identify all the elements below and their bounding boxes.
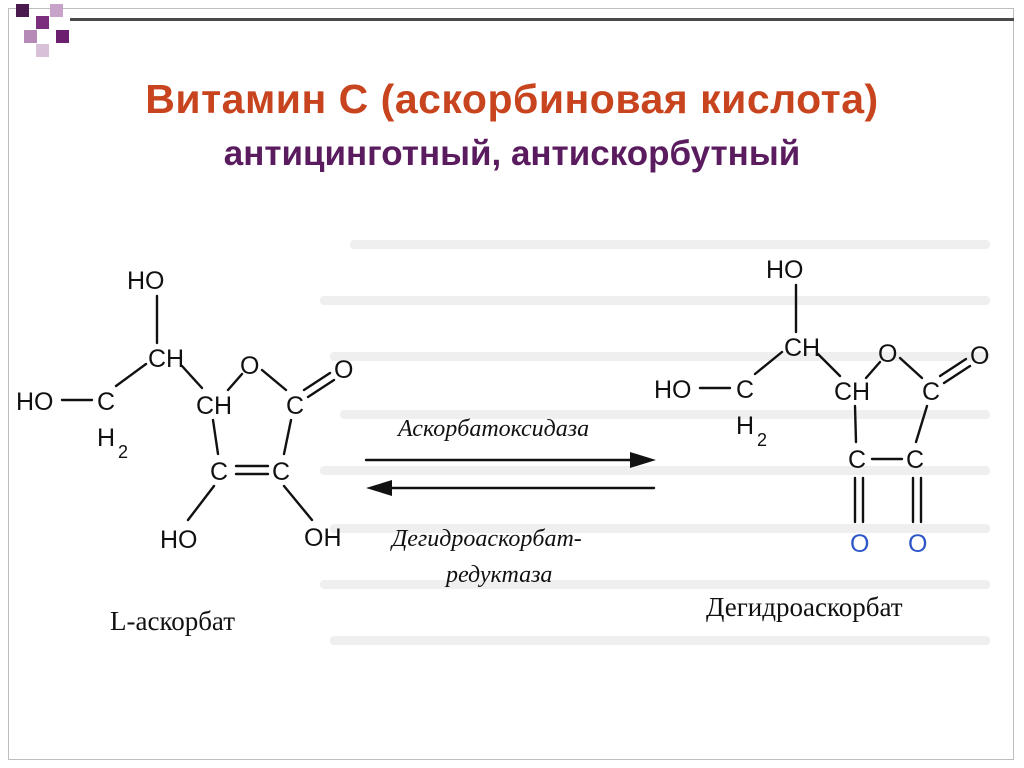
r-atom-c-left: C <box>848 446 866 474</box>
forward-arrow-head <box>630 452 656 468</box>
r-bond-ch-chring <box>816 352 842 378</box>
l-bond-cleft-oh <box>186 484 216 522</box>
background-ghost-lines <box>320 240 990 645</box>
r-bond-c-o-double-b <box>942 364 972 385</box>
l-atom-oh-right: OH <box>304 524 342 552</box>
l-bond-ch-chring <box>180 364 204 390</box>
l-ascorbate-structure: HO CH HO C H 2 CH O C O C C HO OH L-аско… <box>16 267 353 636</box>
l-atom-ho-left: HO <box>16 388 54 416</box>
l-atom-c-ch2: C <box>97 388 115 416</box>
l-bond-chring-o <box>226 372 244 392</box>
r-bond-ccarbonyl-cright <box>914 404 929 444</box>
l-bond-c-o-double-b <box>306 378 336 399</box>
r-atom-c-carbonyl: C <box>922 378 940 406</box>
corner-square-4 <box>24 30 37 43</box>
reverse-enzyme-label-line2: редуктаза <box>444 562 552 588</box>
l-atom-ch-ring: CH <box>196 392 232 420</box>
slide-subtitle: антицинготный, антискорбутный <box>223 134 801 173</box>
l-bond-cright-oh <box>282 484 314 522</box>
r-bond-o-c <box>898 356 924 380</box>
corner-square-6 <box>36 44 49 57</box>
dehydroascorbate-structure: HO CH HO C H 2 CH O C O C C O O Дегидроа… <box>654 256 989 622</box>
corner-square-3 <box>50 4 63 17</box>
r-bond-chring-cleft <box>853 404 858 444</box>
l-bond-c-o-double-a <box>302 371 332 392</box>
l-atom-c-left: C <box>210 458 228 486</box>
l-bond-ccarbonyl-cright <box>282 418 293 456</box>
dehydroascorbate-caption: Дегидроаскорбат <box>706 592 903 622</box>
r-atom-h-subscript: 2 <box>757 430 767 450</box>
l-bond-chring-cleft <box>211 418 220 456</box>
r-atom-carbonyl-o: O <box>970 342 989 370</box>
r-atom-o-right: O <box>908 530 927 558</box>
l-atom-ring-o: O <box>240 352 259 380</box>
r-atom-top-oh: HO <box>766 256 804 284</box>
reverse-enzyme-label-line1: Дегидроаскорбат- <box>390 526 582 552</box>
l-atom-c-carbonyl: C <box>286 392 304 420</box>
l-atom-ch-top: CH <box>148 345 184 373</box>
r-atom-ch-top: CH <box>784 334 820 362</box>
r-bond-chring-o <box>864 360 882 380</box>
slide-frame <box>8 8 1014 760</box>
corner-square-2 <box>36 16 49 29</box>
r-atom-ho-left: HO <box>654 376 692 404</box>
r-bond-c-ch <box>753 350 784 376</box>
corner-square-5 <box>56 30 69 43</box>
l-atom-c-right: C <box>272 458 290 486</box>
l-ascorbate-caption: L-аскорбат <box>110 606 235 636</box>
top-rule <box>70 18 1014 21</box>
r-bond-c-o-double-a <box>938 357 968 378</box>
slide-title: Витамин С (аскорбиновая кислота) <box>145 76 879 122</box>
l-bond-c-ch <box>114 362 148 388</box>
l-atom-carbonyl-o: O <box>334 356 353 384</box>
r-atom-o-left: O <box>850 530 869 558</box>
forward-enzyme-label: Аскорбатоксидаза <box>396 416 589 442</box>
r-atom-h: H <box>736 412 754 440</box>
r-atom-ring-o: O <box>878 340 897 368</box>
l-bond-o-c <box>260 368 288 392</box>
reverse-arrow-head <box>366 480 392 496</box>
r-atom-c-right: C <box>906 446 924 474</box>
reaction-arrows: Аскорбатоксидаза Дегидроаскорбат- редукт… <box>364 416 656 588</box>
l-atom-oh-left: HO <box>160 526 198 554</box>
r-atom-c-ch2: C <box>736 376 754 404</box>
corner-square-1 <box>16 4 29 17</box>
l-atom-h: H <box>97 424 115 452</box>
l-atom-top-oh: HO <box>127 267 165 295</box>
r-atom-ch-ring: CH <box>834 378 870 406</box>
l-atom-h-subscript: 2 <box>118 442 128 462</box>
